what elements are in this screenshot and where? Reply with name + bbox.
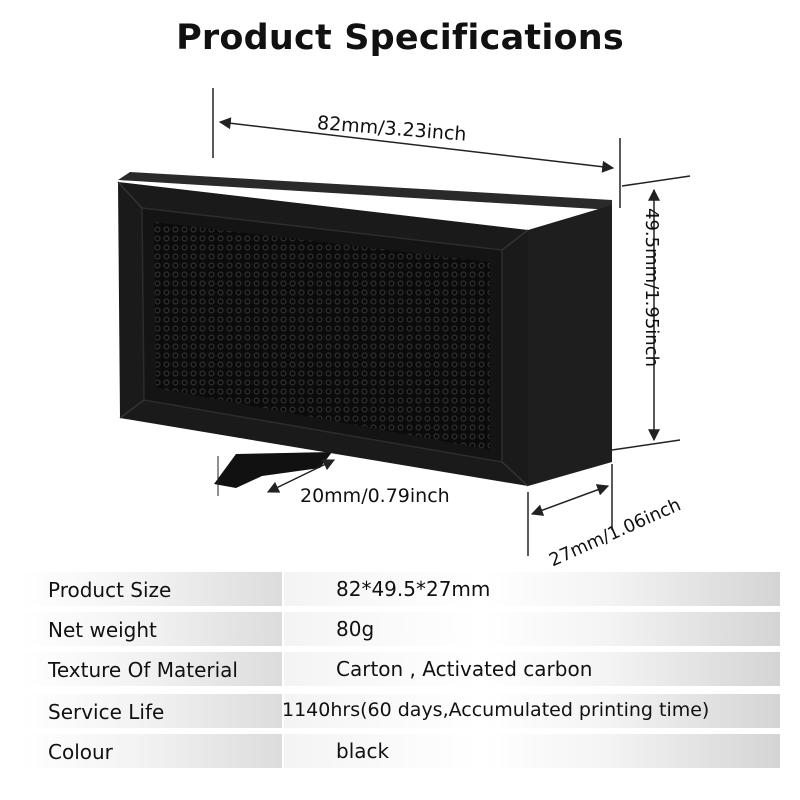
spec-value: 82*49.5*27mm (336, 577, 491, 601)
spec-value: 80g (336, 617, 375, 641)
spec-value: black (336, 739, 390, 763)
spec-row-service-life: Service Life 1140hrs(60 days,Accumulated… (20, 694, 780, 730)
spec-label: Service Life (48, 700, 165, 724)
spec-label: Texture Of Material (48, 658, 238, 682)
spec-value: Carton , Activated carbon (336, 657, 593, 681)
height-label: 49.5mm/1.95inch (641, 208, 662, 368)
spec-row-material: Texture Of Material Carton , Activated c… (20, 652, 780, 688)
box-side-face (528, 205, 612, 486)
spec-row-product-size: Product Size 82*49.5*27mm (20, 572, 780, 608)
box-top-face (118, 172, 612, 210)
spec-row-net-weight: Net weight 80g (20, 612, 780, 648)
page-title: Product Specifications (176, 18, 624, 58)
spec-label: Product Size (48, 578, 172, 602)
spec-value: 1140hrs(60 days,Accumulated printing tim… (282, 699, 710, 721)
activated-carbon-mesh (154, 222, 490, 450)
depth-dimension-arrow (530, 484, 610, 516)
width-dimension-arrow (218, 117, 615, 173)
spec-label: Colour (48, 740, 113, 764)
strap-dimension-arrow (266, 459, 336, 493)
spec-row-colour: Colour black (20, 734, 780, 770)
product-illustration (117, 88, 691, 556)
strap-label: 20mm/0.79inch (300, 485, 450, 507)
spec-label: Net weight (48, 618, 157, 642)
